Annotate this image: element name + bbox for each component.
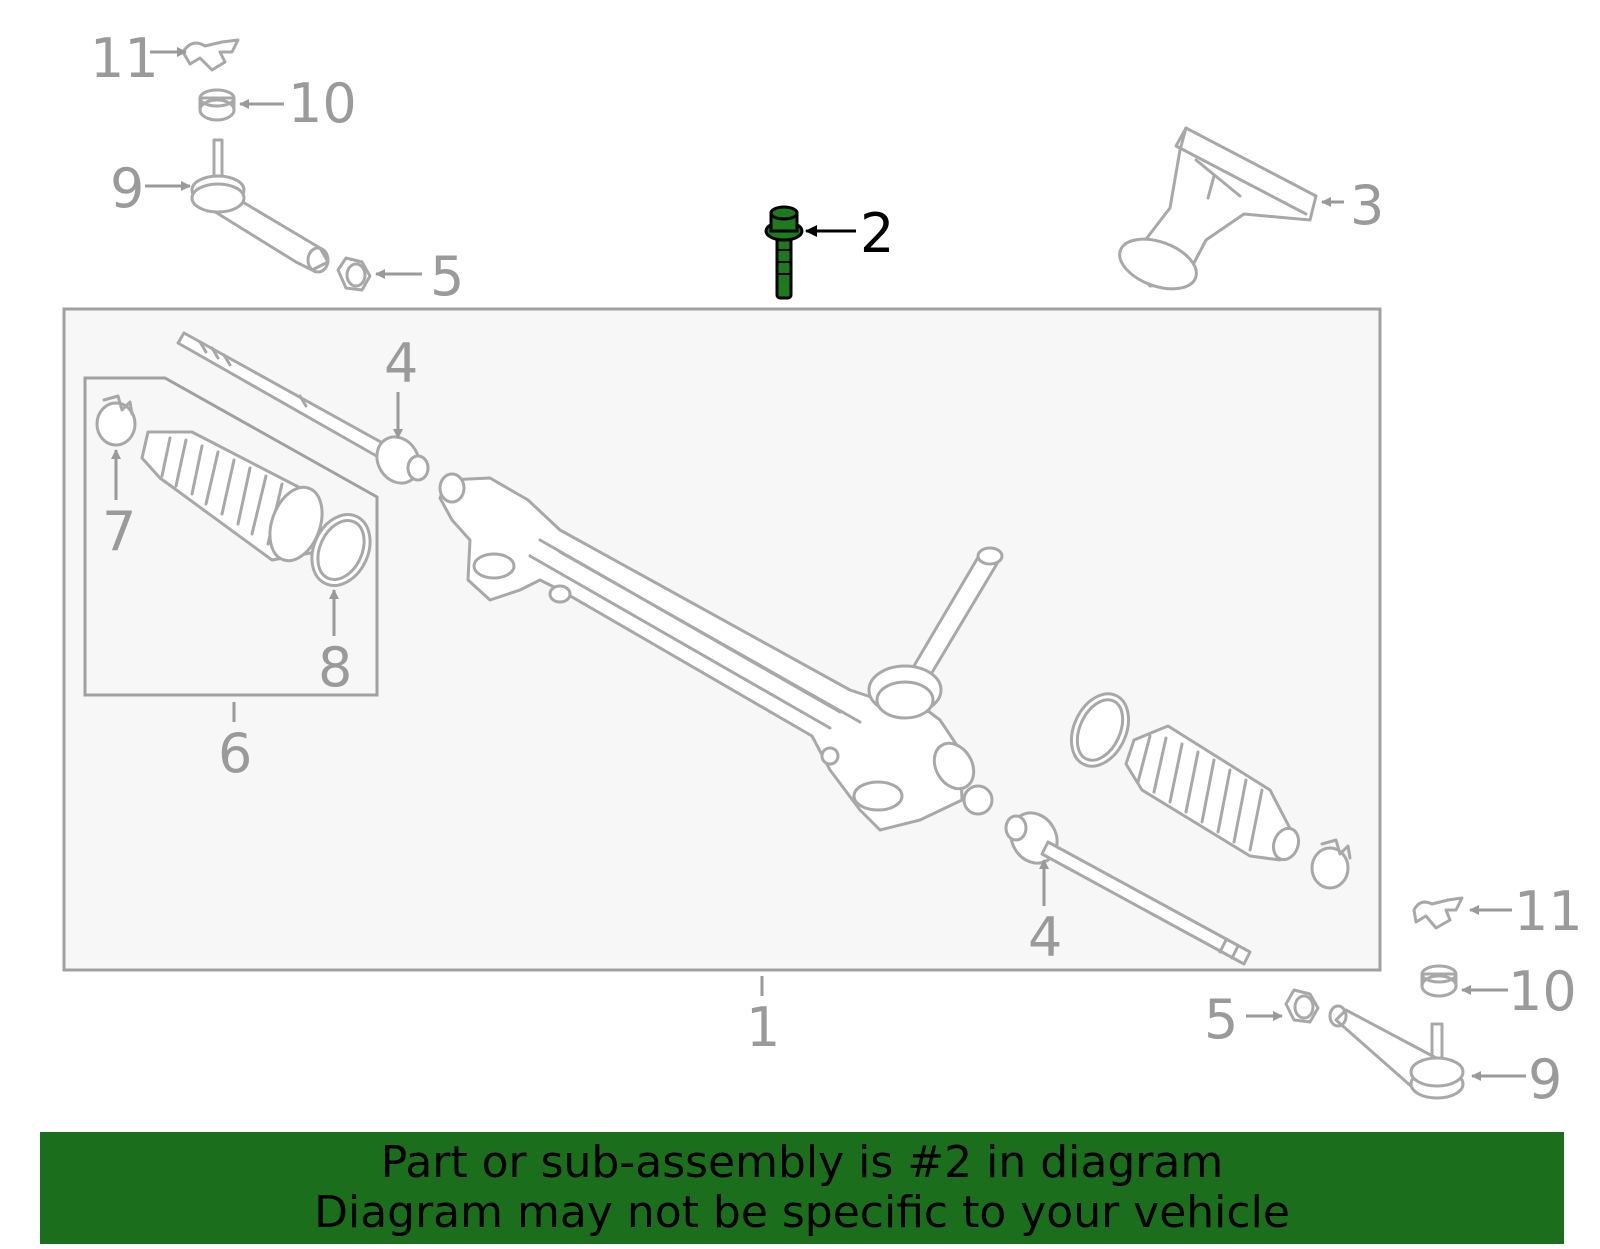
ring-right <box>1069 692 1131 768</box>
leader-lines <box>111 47 1526 1081</box>
callout-9-right: 9 <box>1528 1048 1562 1111</box>
inner-tie-rod-right <box>1004 811 1252 966</box>
callout-11-right: 11 <box>1514 880 1583 943</box>
callout-9-top: 9 <box>110 157 144 220</box>
callout-5-right: 5 <box>1204 988 1238 1051</box>
rack-housing <box>438 472 1004 832</box>
callout-3: 3 <box>1350 174 1384 237</box>
inner-tie-rod-left <box>176 331 430 485</box>
nut-part-top <box>198 88 236 122</box>
callout-10-top: 10 <box>288 72 357 135</box>
bracket-part-3 <box>1118 126 1318 291</box>
boot-left <box>140 430 324 563</box>
boot-right <box>1124 724 1301 862</box>
tie-rod-end-top <box>190 138 330 274</box>
info-banner: Part or sub-assembly is #2 in diagram Di… <box>40 1132 1564 1244</box>
callout-4-top: 4 <box>384 332 418 395</box>
ring-part-8 <box>310 513 372 587</box>
clip-part-right <box>1412 896 1464 930</box>
callout-7: 7 <box>102 500 136 563</box>
boot-kit-box <box>83 376 379 697</box>
nut-part-5-top <box>336 256 372 292</box>
banner-line-2: Diagram may not be specific to your vehi… <box>314 1187 1290 1238</box>
callout-1: 1 <box>746 996 780 1059</box>
callout-4-bottom: 4 <box>1028 906 1062 969</box>
callout-5-top: 5 <box>430 245 464 308</box>
callout-8: 8 <box>318 636 352 699</box>
clamp-right <box>1310 838 1352 890</box>
callout-11-top: 11 <box>90 27 159 90</box>
clip-part-top <box>181 38 240 72</box>
clamp-part-7 <box>95 394 137 447</box>
callout-2-highlighted: 2 <box>860 202 894 265</box>
nut-part-5-right <box>1284 988 1320 1024</box>
callout-6: 6 <box>218 722 252 785</box>
banner-line-1: Part or sub-assembly is #2 in diagram <box>380 1137 1224 1188</box>
tie-rod-end-right <box>1328 1004 1465 1100</box>
nut-part-right <box>1420 964 1458 998</box>
callout-10-right: 10 <box>1508 960 1577 1023</box>
bolt-part-highlighted <box>764 205 804 300</box>
